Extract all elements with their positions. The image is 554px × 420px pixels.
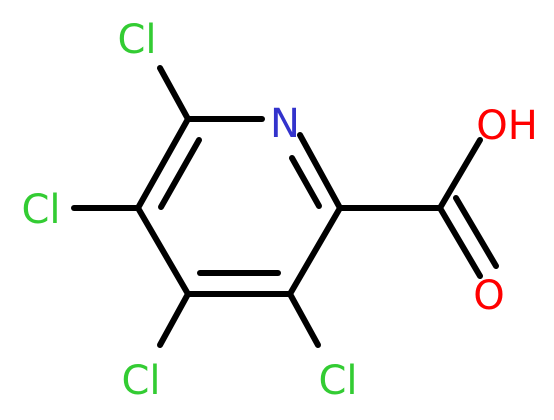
atom-cl-3: Cl	[318, 358, 357, 404]
atom-o-hydroxyl: OH	[476, 103, 538, 149]
bond-cooh-o	[437, 205, 483, 279]
bond-c3-cl	[287, 291, 321, 348]
atom-cl-6: Cl	[117, 17, 156, 63]
atom-o-carbonyl: O	[473, 273, 504, 319]
bond-c4-c5	[135, 205, 191, 297]
bond-c4-cl	[157, 291, 191, 348]
bonds	[71, 65, 499, 348]
bond-c2-c3	[287, 205, 343, 297]
bond-n1-c2-inner	[289, 155, 322, 209]
atom-cl-5: Cl	[21, 187, 60, 233]
bond-cooh-oh	[437, 137, 483, 211]
atom-n-1: N	[270, 101, 300, 147]
bond-c5-c6	[135, 116, 191, 211]
bond-n1-c2	[297, 132, 343, 211]
atom-cl-4: Cl	[121, 358, 160, 404]
bond-cooh-o-second	[453, 195, 499, 269]
bond-c5-c6-inner	[158, 137, 202, 210]
bond-c6-cl	[157, 65, 191, 122]
atom-labels: Cl N OH Cl O Cl Cl	[21, 17, 537, 404]
